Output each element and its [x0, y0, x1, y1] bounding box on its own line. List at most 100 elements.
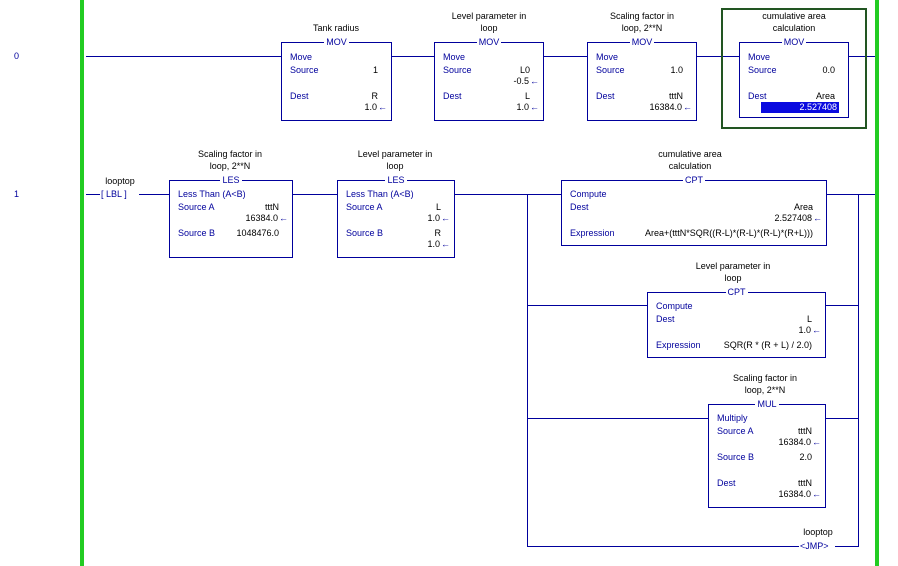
cpt-cumulative-area-block[interactable]: CPT Compute Dest Area 2.527408← Expressi…	[561, 175, 827, 246]
instruction-title: CPT	[683, 175, 705, 185]
rung-0-wire	[849, 56, 875, 57]
dest-label: Dest	[717, 478, 736, 488]
mov-level-param-caption: Level parameter in loop	[451, 11, 527, 33]
mul-scaling-factor-caption: Scaling factor in loop, 2**N	[732, 373, 798, 395]
dest-label: Dest	[290, 91, 309, 101]
rung-1-wire	[293, 194, 337, 195]
branch-wire	[527, 546, 799, 547]
branch-wire	[527, 305, 647, 306]
instruction-title: MUL	[755, 399, 779, 409]
arrow-left-icon: ←	[530, 102, 539, 112]
arrow-left-icon: ←	[812, 325, 821, 335]
source-b-label: Source B	[717, 452, 755, 462]
source-a-value: 16384.0←	[245, 213, 288, 223]
lbl-looptop-caption: looptop	[105, 176, 135, 186]
dest-value: 16384.0←	[778, 489, 821, 499]
source-b-value[interactable]: 1048476.0	[236, 228, 279, 238]
mov-tank-radius-block[interactable]: MOV Move Source 1 Dest R 1.0←	[281, 37, 392, 121]
dest-label: Dest	[570, 202, 589, 212]
source-label: Source	[748, 65, 777, 75]
rung-0-wire	[543, 56, 587, 57]
arrow-left-icon: ←	[279, 213, 288, 223]
les-scaling-factor-caption: Scaling factor in loop, 2**N	[197, 149, 263, 171]
expression-value[interactable]: Area+(tttN*SQR((R-L)*(R-L)*(R-L)*(R+L)))	[644, 228, 813, 238]
source-value[interactable]: 1	[372, 65, 378, 75]
source-a-value: 16384.0←	[778, 437, 821, 447]
mov-cumulative-area-block[interactable]: MOV Move Source 0.0 Dest Area 2.527408	[739, 37, 849, 118]
instruction-op: Compute	[656, 301, 693, 311]
expression-label: Expression	[656, 340, 701, 350]
source-value[interactable]: 1.0	[670, 65, 683, 75]
dest-value-highlighted[interactable]: 2.527408	[761, 102, 839, 113]
source-a-tag[interactable]: L	[435, 202, 441, 212]
instruction-title: MOV	[781, 37, 807, 47]
instruction-op: Less Than (A<B)	[346, 189, 414, 199]
rung-number-1[interactable]: 1	[14, 189, 20, 199]
lbl-instruction[interactable]: [ LBL ]	[101, 189, 127, 199]
source-tag[interactable]: L0	[519, 65, 530, 75]
source-value[interactable]: 0.0	[822, 65, 835, 75]
branch-wire	[527, 418, 708, 419]
dest-value: 1.0←	[364, 102, 387, 112]
mul-scaling-factor-block[interactable]: MUL Multiply Source A tttN 16384.0← Sour…	[708, 399, 826, 508]
les-level-param-caption: Level parameter in loop	[357, 149, 433, 171]
dest-tag[interactable]: tttN	[797, 478, 812, 488]
expression-value[interactable]: SQR(R * (R + L) / 2.0)	[723, 340, 812, 350]
source-a-value: 1.0←	[427, 213, 450, 223]
arrow-left-icon: ←	[683, 102, 692, 112]
rung-1-wire	[455, 194, 561, 195]
dest-value: 1.0←	[516, 102, 539, 112]
source-b-tag[interactable]: R	[434, 228, 442, 238]
les-level-param-block[interactable]: LES Less Than (A<B) Source A L 1.0← Sour…	[337, 175, 455, 258]
dest-tag[interactable]: Area	[793, 202, 813, 212]
source-a-label: Source A	[178, 202, 215, 212]
branch-wire	[826, 418, 859, 419]
dest-tag[interactable]: tttN	[668, 91, 683, 101]
branch-wire	[835, 546, 859, 547]
arrow-left-icon: ←	[378, 102, 387, 112]
dest-tag[interactable]: L	[524, 91, 530, 101]
dest-label: Dest	[443, 91, 462, 101]
rung-1-wire	[86, 194, 100, 195]
dest-tag[interactable]: Area	[815, 91, 835, 101]
arrow-left-icon: ←	[441, 239, 450, 249]
cpt-level-param-caption: Level parameter in loop	[695, 261, 771, 283]
instruction-op: Move	[443, 52, 466, 62]
left-power-rail	[80, 0, 84, 566]
source-label: Source	[596, 65, 625, 75]
branch-right-rail	[858, 194, 859, 418]
instruction-title: LES	[220, 175, 242, 185]
rung-1-wire	[139, 194, 169, 195]
rung-0-wire	[391, 56, 434, 57]
dest-value: 16384.0←	[649, 102, 692, 112]
right-power-rail	[875, 0, 879, 566]
expression-label: Expression	[570, 228, 615, 238]
cpt-cumulative-area-caption: cumulative area calculation	[658, 149, 722, 171]
rung-0-wire	[86, 56, 281, 57]
source-b-value[interactable]: 2.0	[799, 452, 812, 462]
source-b-value: 1.0←	[427, 239, 450, 249]
dest-tag[interactable]: R	[371, 91, 379, 101]
source-a-label: Source A	[717, 426, 754, 436]
instruction-op: Less Than (A<B)	[178, 189, 246, 199]
mov-level-param-block[interactable]: MOV Move Source L0 -0.5← Dest L 1.0←	[434, 37, 544, 121]
arrow-left-icon: ←	[813, 213, 822, 223]
arrow-left-icon: ←	[530, 76, 539, 86]
rung-number-0[interactable]: 0	[14, 51, 20, 61]
selection-frame	[721, 8, 867, 129]
mov-scaling-factor-caption: Scaling factor in loop, 2**N	[609, 11, 675, 33]
mov-cumulative-area-caption: cumulative area calculation	[762, 11, 826, 33]
instruction-op: Move	[748, 52, 771, 62]
arrow-left-icon: ←	[441, 213, 450, 223]
jmp-instruction[interactable]: <JMP>	[800, 541, 829, 551]
les-scaling-factor-block[interactable]: LES Less Than (A<B) Source A tttN 16384.…	[169, 175, 293, 258]
instruction-op: Compute	[570, 189, 607, 199]
source-a-tag[interactable]: tttN	[264, 202, 279, 212]
dest-tag[interactable]: L	[806, 314, 812, 324]
dest-label: Dest	[748, 91, 767, 101]
cpt-level-param-block[interactable]: CPT Compute Dest L 1.0← Expression SQR(R…	[647, 287, 826, 358]
source-a-tag[interactable]: tttN	[797, 426, 812, 436]
branch-wire	[827, 194, 875, 195]
dest-label: Dest	[656, 314, 675, 324]
mov-scaling-factor-block[interactable]: MOV Move Source 1.0 Dest tttN 16384.0←	[587, 37, 697, 121]
